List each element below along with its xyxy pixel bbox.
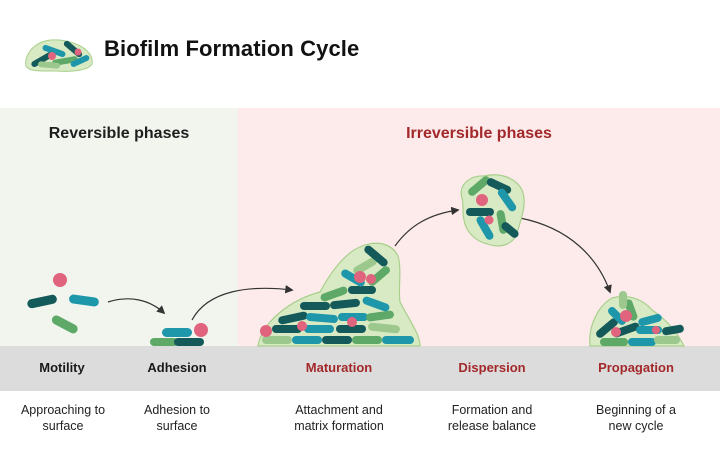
adhesion-bacteria	[150, 323, 208, 346]
stage-description-maturation: Attachment and matrix formation	[294, 403, 384, 433]
stage-description-dispersion: Formation and release balance	[447, 403, 537, 433]
stage-label-maturation: Maturation	[305, 360, 373, 375]
stage-description-adhesion: Adhesion to surface	[143, 403, 211, 433]
header	[0, 0, 720, 108]
dispersion-cluster	[460, 174, 525, 247]
biofilm-logo-icon	[25, 39, 93, 72]
stage-label-motility: Motility	[39, 360, 85, 375]
stage-description-motility: Approaching to surface	[20, 403, 106, 433]
arrow-adhesion-to-maturation	[191, 285, 294, 321]
diagram-title: Biofilm Formation Cycle	[104, 36, 360, 61]
irreversible-phases-title: Irreversible phases	[406, 125, 552, 142]
arrow-dispersion-to-propagation	[519, 217, 612, 294]
motility-bacteria	[27, 273, 99, 334]
maturation-biofilm	[257, 242, 421, 347]
stage-label-propagation: Propagation	[598, 360, 674, 375]
stage-band	[0, 346, 720, 391]
stage-label-adhesion: Adhesion	[147, 360, 207, 375]
reversible-phases-title: Reversible phases	[48, 125, 190, 142]
stage-description-propagation: Beginning of a new cycle	[596, 403, 676, 433]
propagation-colony	[589, 291, 685, 347]
arrow-maturation-to-dispersion	[394, 206, 460, 247]
arrow-motility-to-adhesion	[107, 298, 166, 315]
stage-label-dispersion: Dispersion	[458, 360, 526, 375]
